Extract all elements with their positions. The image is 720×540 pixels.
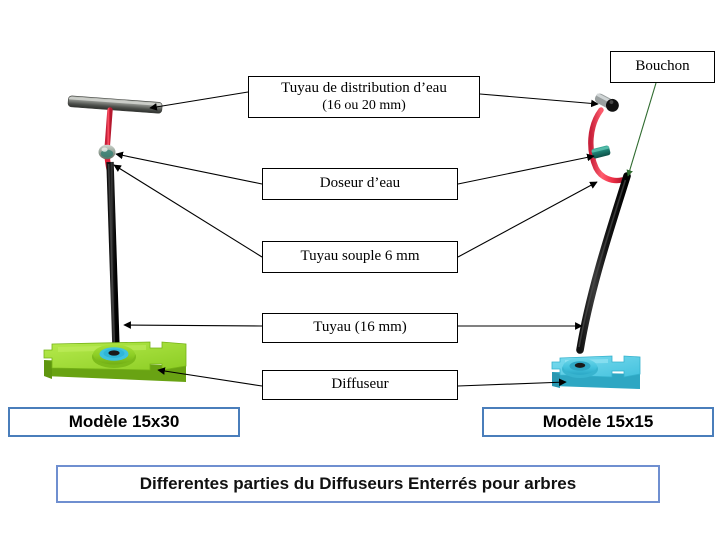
- callout-diffuseur-label: Diffuseur: [331, 376, 389, 393]
- callout-tuyau-distribution-line2: (16 ou 20 mm): [322, 97, 406, 113]
- model-label-left: Modèle 15x30: [8, 407, 240, 437]
- callout-diffuseur: Diffuseur: [262, 370, 458, 400]
- model-label-right-text: Modèle 15x15: [542, 412, 654, 431]
- left-diffuser-base: [42, 340, 188, 384]
- callout-tuyau-16mm-label: Tuyau (16 mm): [313, 319, 407, 336]
- right-main-pipe: [574, 176, 632, 352]
- callout-tuyau-distribution-line1: Tuyau de distribution d’eau: [281, 79, 447, 96]
- model-label-right: Modèle 15x15: [482, 407, 714, 437]
- left-water-doser: [96, 143, 120, 163]
- callout-tuyau-souple-label: Tuyau souple 6 mm: [300, 248, 420, 265]
- callout-doseur-deau-label: Doseur d’eau: [319, 175, 401, 192]
- right-cap-bouchon: [594, 90, 624, 114]
- model-label-left-text: Modèle 15x30: [68, 412, 180, 431]
- callout-tuyau-16mm: Tuyau (16 mm): [262, 313, 458, 343]
- callout-bouchon: Bouchon: [610, 51, 715, 83]
- callout-tuyau-souple: Tuyau souple 6 mm: [262, 241, 458, 273]
- diagram-title-banner: Differentes parties du Diffuseurs Enterr…: [56, 465, 660, 503]
- callout-doseur-deau: Doseur d’eau: [262, 168, 458, 200]
- callout-tuyau-distribution: Tuyau de distribution d’eau (16 ou 20 mm…: [248, 76, 480, 118]
- diagram-title-text: Differentes parties du Diffuseurs Enterr…: [139, 474, 577, 493]
- callout-bouchon-label: Bouchon: [635, 58, 690, 75]
- left-main-pipe: [104, 164, 122, 346]
- right-diffuser-base: [550, 354, 642, 390]
- right-water-doser: [589, 143, 615, 163]
